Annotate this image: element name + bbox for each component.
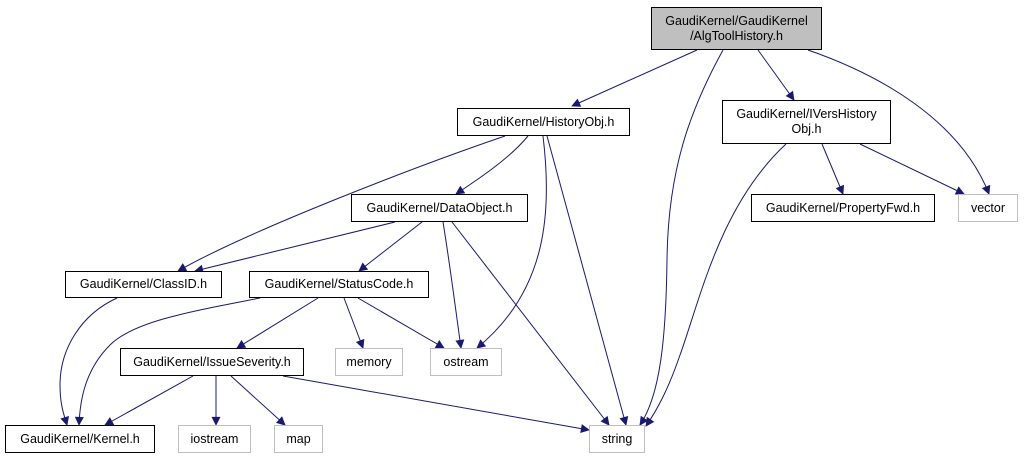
node-iostream: iostream [178, 425, 251, 453]
node-historyobj[interactable]: GaudiKernel/HistoryObj.h [457, 108, 630, 136]
edge-ivershistory-to-vector [859, 143, 965, 195]
edge-root-to-historyobj [571, 49, 698, 107]
edge-root-to-vector [807, 49, 991, 195]
node-memory: memory [335, 348, 403, 376]
node-classid[interactable]: GaudiKernel/ClassID.h [65, 271, 222, 298]
edge-root-to-string [639, 49, 724, 426]
edge-ivershistory-to-string [645, 143, 787, 427]
edge-dataobject-to-ostream [442, 221, 465, 349]
node-dataobject[interactable]: GaudiKernel/DataObject.h [351, 194, 528, 222]
edge-issueseverity-to-kernel [104, 375, 194, 426]
node-map: map [274, 425, 323, 453]
edge-historyobj-to-dataobject [455, 135, 529, 195]
edge-dataobject-to-statuscode [358, 221, 423, 272]
edge-root-to-ivershistory [757, 49, 795, 101]
node-ostream: ostream [430, 348, 502, 376]
node-string: string [589, 425, 645, 453]
edge-historyobj-to-string [546, 135, 629, 426]
edge-historyobj-to-classid [177, 135, 506, 272]
edge-statuscode-to-memory [343, 297, 365, 349]
edge-historyobj-to-ostream [476, 135, 547, 349]
node-statuscode[interactable]: GaudiKernel/StatusCode.h [249, 271, 429, 298]
edge-ivershistory-to-propertyfwd [821, 143, 845, 195]
edge-issueseverity-to-map [230, 375, 286, 426]
edge-issueseverity-to-string [282, 375, 590, 434]
edge-classid-to-kernel [59, 297, 118, 426]
node-kernel[interactable]: GaudiKernel/Kernel.h [5, 425, 155, 453]
edge-dataobject-to-classid [194, 221, 396, 274]
node-root: GaudiKernel/GaudiKernel /AlgToolHistory.… [651, 7, 822, 50]
edge-statuscode-to-issueseverity [236, 297, 319, 349]
edge-statuscode-to-kernel [74, 297, 261, 426]
node-ivershistory[interactable]: GaudiKernel/IVersHistory Obj.h [722, 100, 891, 144]
edge-dataobject-to-string [451, 221, 610, 426]
edge-statuscode-to-ostream [357, 297, 445, 349]
node-issueseverity[interactable]: GaudiKernel/IssueSeverity.h [120, 348, 304, 376]
node-propertyfwd[interactable]: GaudiKernel/PropertyFwd.h [751, 194, 935, 222]
node-vector: vector [958, 194, 1018, 222]
